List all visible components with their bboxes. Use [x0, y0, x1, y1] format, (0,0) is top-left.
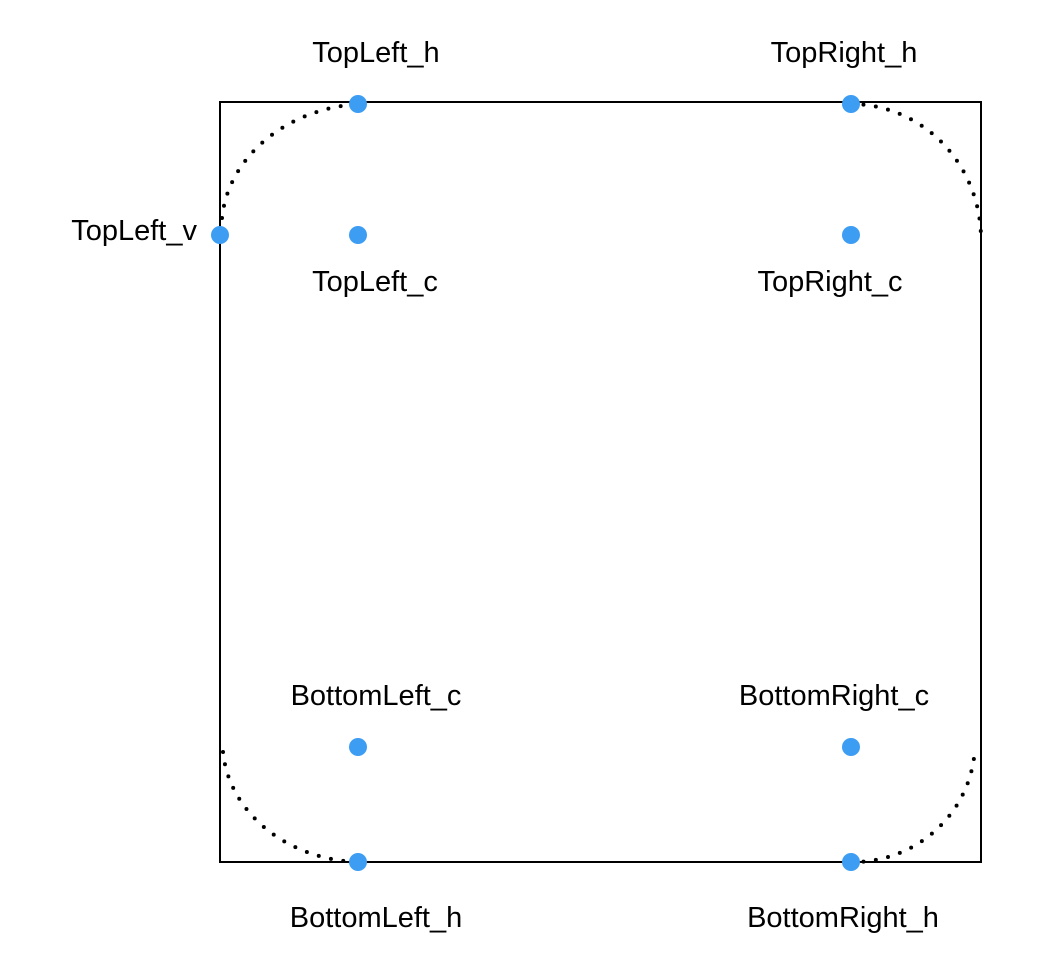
bottom-right-h-point: [842, 853, 860, 871]
bounding-rectangle: [219, 101, 982, 863]
top-left-h-point: [349, 95, 367, 113]
top-left-v-label: TopLeft_v: [71, 215, 197, 247]
bottom-right-c-label: BottomRight_c: [739, 680, 929, 712]
bottom-left-dotted-arc: [221, 750, 360, 864]
bottom-left-h-point: [349, 853, 367, 871]
bottom-left-c-label: BottomLeft_c: [291, 680, 462, 712]
control-points: [211, 95, 860, 871]
bottom-left-c-point: [349, 738, 367, 756]
point-labels: TopLeft_h TopRight_h TopLeft_v TopLeft_c…: [71, 37, 939, 934]
top-right-h-label: TopRight_h: [771, 37, 918, 69]
dotted-corner-arcs: [220, 102, 983, 865]
top-left-v-point: [211, 226, 229, 244]
bottom-right-dotted-arc: [849, 756, 976, 865]
bottom-left-h-label: BottomLeft_h: [290, 902, 463, 934]
bottom-right-h-label: BottomRight_h: [747, 902, 939, 934]
top-right-c-label: TopRight_c: [757, 266, 902, 298]
top-right-h-point: [842, 95, 860, 113]
top-left-c-label: TopLeft_c: [312, 266, 438, 298]
top-left-h-label: TopLeft_h: [312, 37, 439, 69]
top-left-c-point: [349, 226, 367, 244]
top-left-dotted-arc: [220, 102, 360, 220]
top-right-dotted-arc: [849, 102, 983, 241]
top-right-c-point: [842, 226, 860, 244]
bottom-right-c-point: [842, 738, 860, 756]
